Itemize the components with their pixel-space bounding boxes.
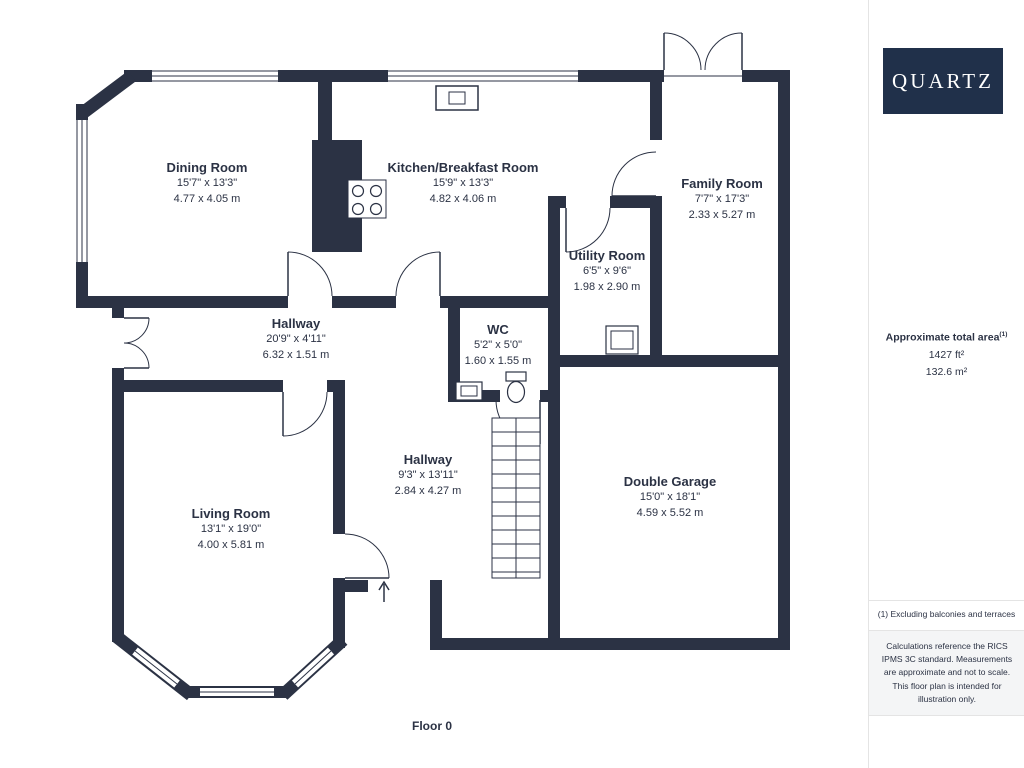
room-label-kitchen: Kitchen/Breakfast Room 15'9" x 13'3" 4.8… [388, 160, 539, 207]
total-area-block: Approximate total area(1) 1427 ft² 132.6… [869, 331, 1024, 378]
room-dimensions-metric: 2.33 x 5.27 m [688, 208, 756, 221]
hob-icon [347, 179, 387, 219]
room-label-family-room: Family Room 7'7" x 17'3" 2.33 x 5.27 m [681, 176, 763, 223]
windows-group [76, 70, 742, 696]
room-label-hallway-lower: Hallway 9'3" x 13'11" 2.84 x 4.27 m [395, 452, 462, 499]
room-dimensions-metric: 4.00 x 5.81 m [197, 538, 265, 551]
fixtures-group [347, 85, 639, 404]
sidebar-divider [869, 630, 1024, 631]
sidebar: QUARTZ Approximate total area(1) 1427 ft… [868, 0, 1024, 768]
room-dimensions-imperial: 7'7" x 17'3" [694, 193, 750, 205]
room-name: Living Room [191, 506, 271, 521]
room-dimensions-imperial: 6'5" x 9'6" [582, 265, 632, 277]
sidebar-divider [869, 600, 1024, 601]
room-label-wc: WC 5'2" x 5'0" 1.60 x 1.55 m [465, 322, 532, 369]
room-dimensions-imperial: 15'9" x 13'3" [432, 177, 494, 189]
room-name: WC [487, 322, 509, 337]
room-dimensions-imperial: 9'3" x 13'11" [398, 469, 458, 481]
floor-plan [76, 32, 790, 701]
staircase [491, 417, 541, 579]
area-title-text: Approximate total area [885, 331, 1000, 344]
room-name: Hallway [403, 452, 453, 467]
room-dimensions-metric: 6.32 x 1.51 m [262, 348, 330, 361]
area-metric: 132.6 m² [925, 365, 968, 378]
room-dimensions-metric: 4.82 x 4.06 m [429, 192, 497, 205]
room-name: Family Room [681, 176, 763, 191]
room-dimensions-metric: 1.98 x 2.90 m [573, 280, 641, 293]
room-label-utility-room: Utility Room 6'5" x 9'6" 1.98 x 2.90 m [569, 248, 646, 295]
room-label-hallway-upper: Hallway 20'9" x 4'11" 6.32 x 1.51 m [263, 316, 330, 363]
area-imperial: 1427 ft² [928, 348, 965, 361]
room-name: Kitchen/Breakfast Room [387, 160, 539, 175]
doors-group [123, 32, 743, 579]
room-dimensions-metric: 2.84 x 4.27 m [394, 484, 462, 497]
room-dimensions-metric: 4.77 x 4.05 m [173, 192, 241, 205]
brand-logo: QUARTZ [883, 48, 1003, 114]
entrance-arrow-icon [378, 580, 390, 602]
room-dimensions-metric: 1.60 x 1.55 m [464, 354, 532, 367]
appliance-icon [605, 325, 639, 355]
disclaimer-note: Calculations reference the RICS IPMS 3C … [869, 631, 1024, 716]
room-dimensions-metric: 4.59 x 5.52 m [636, 506, 704, 519]
room-dimensions-imperial: 13'1" x 19'0" [200, 523, 262, 535]
room-name: Dining Room [166, 160, 248, 175]
room-name: Hallway [271, 316, 321, 331]
area-footnote-marker: (1) [999, 331, 1008, 338]
room-dimensions-imperial: 20'9" x 4'11" [266, 333, 326, 345]
room-name: Utility Room [568, 248, 646, 263]
room-dimensions-imperial: 15'7" x 13'3" [176, 177, 238, 189]
room-label-double-garage: Double Garage 15'0" x 18'1" 4.59 x 5.52 … [624, 474, 716, 521]
room-dimensions-imperial: 5'2" x 5'0" [473, 339, 523, 351]
footnote-balconies: (1) Excluding balconies and terraces [877, 609, 1016, 619]
room-dimensions-imperial: 15'0" x 18'1" [639, 491, 701, 503]
room-name: Double Garage [623, 474, 717, 489]
area-title: Approximate total area(1) [869, 331, 1024, 344]
room-label-living-room: Living Room 13'1" x 19'0" 4.00 x 5.81 m [192, 506, 271, 553]
toilet-icon [505, 371, 527, 404]
floor-label: Floor 0 [411, 719, 453, 733]
room-label-dining-room: Dining Room 15'7" x 13'3" 4.77 x 4.05 m [167, 160, 248, 207]
